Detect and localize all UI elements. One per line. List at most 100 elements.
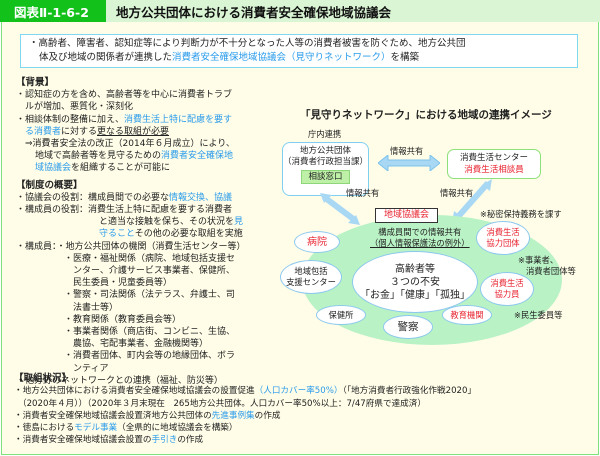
left-column: 【背景】 ・認知症の方を含め、高齢者等を中心に消費者トラブ ルが増加、悪質化・深… — [16, 77, 281, 387]
system-line: と適当な接触を保ち、その状況を見 — [16, 216, 281, 228]
system-line: ンター、介護サービス事業者、保健所、 — [73, 266, 235, 277]
node-line: 地域包括 — [294, 266, 328, 276]
text: と適当な接触を保ち、その状況を — [99, 217, 235, 228]
highlight: 守ること — [99, 229, 135, 240]
node-line: 支援センター — [286, 277, 336, 287]
note-line: 消費者団体等 — [526, 266, 576, 276]
status-line: ・地方公共団体における消費者安全確保地域協議会の設置促進（人口カバー率50%）（… — [14, 385, 584, 397]
text: ・相談体制の整備に加え、 — [16, 114, 125, 125]
system-line: 守ることその他の必要な取組を実施 — [16, 228, 281, 240]
summary-text: 体及び地域の関係者が連携した — [39, 52, 173, 63]
text: を組織することが可能に — [71, 163, 171, 174]
background-line: る消費者に対する更なる取組が必要 — [16, 126, 281, 138]
highlight: （人口カバー率50%） — [254, 386, 343, 397]
text: （「地方消費者行政強化作戦2020」 — [342, 386, 477, 397]
double-arrow-icon — [378, 155, 440, 171]
double-arrow-icon — [320, 193, 360, 225]
underlined-text: 更なる取組が必要 — [97, 126, 170, 137]
gov-dept-label: （消費者行政担当課） — [283, 157, 369, 167]
share-line: 構成員間での情報共有 — [378, 227, 462, 237]
business-note: ※事業者、 消費者団体等 — [518, 255, 576, 277]
background-line: 地域で高齢者等を見守るための消費者安全確保地 — [16, 150, 281, 162]
node-line: 消費生活 — [490, 278, 524, 288]
highlight: 消費生活上特に配慮を要す — [124, 114, 233, 125]
status-heading: 【取組状況】 — [14, 373, 72, 384]
system-line: ンティア — [73, 363, 109, 374]
system-line: ・他分野のネットワークとの連携（福祉、防災等） — [16, 375, 223, 386]
system-line: 農協、宅配事業者、金融機関等） — [73, 339, 209, 350]
figure-title: 地方公共団体における消費者安全確保地域協議会 — [116, 4, 392, 20]
counselor-label: 消費生活相談員 — [464, 165, 524, 175]
cooperating-group-node: 消費生活協力団体 — [476, 221, 530, 255]
text: その他の必要な取組を実施 — [134, 229, 243, 240]
background-line: 域協議会を組織することが可能に — [16, 162, 281, 174]
figure-number: 図表Ⅱ-1-6-2 — [0, 0, 106, 22]
info-share-label: 情報共有 — [346, 188, 380, 198]
system-line: ・消費者団体、町内会等の地縁団体、ボラ — [64, 351, 236, 362]
highlight: る消費者 — [25, 126, 62, 137]
text: ・消費者安全確保地域協議会設置の — [14, 435, 152, 446]
background-line: ルが増加、悪質化・深刻化 — [25, 102, 134, 113]
education-node: 教育機関 — [442, 305, 492, 325]
text: ・地方公共団体における消費者安全確保地域協議会の設置促進 — [14, 386, 255, 397]
summary-box: ・高齢者、障害者、認知症等により判断力が不十分となった人等の消費者被害を防ぐため… — [20, 34, 578, 68]
elder-line: 「お金」「健康」「孤独」 — [360, 289, 470, 301]
highlight: 手引き — [151, 435, 178, 446]
summary-highlight: 消費者安全確保地域協議会（見守りネットワーク） — [172, 52, 391, 63]
text: ・徳島における — [14, 423, 75, 434]
background-line: ⇒消費者安全法の改正（2014年６月成立）により、 — [25, 139, 235, 150]
background-line: ・認知症の方を含め、高齢者等を中心に消費者トラブ — [16, 90, 233, 101]
system-line: 法書士等） — [73, 302, 119, 313]
status-line: ・消費者安全確保地域協議会設置の手引きの作成 — [14, 434, 584, 446]
text: 地域で高齢者等を見守るための — [35, 151, 162, 162]
highlight: 見 — [234, 217, 244, 228]
system-line: ・教育関係（教育委員会等） — [64, 314, 182, 325]
text: に対する — [61, 126, 98, 137]
figure-header: 図表Ⅱ-1-6-2 地方公共団体における消費者安全確保地域協議会 — [0, 0, 600, 22]
network-diagram: 「見守りネットワーク」における地域の連携イメージ 庁内連携 地方公共団体 （消費… — [280, 95, 595, 355]
text: （全県的に地域協議会を構築） — [117, 423, 238, 434]
consumer-center-box: 消費生活センター 消費生活相談員 — [447, 149, 541, 179]
council-label: 地域協議会 — [375, 208, 438, 223]
system-line: ・構成員の役割：消費生活上特に配慮を要する消費者 — [16, 205, 233, 216]
highlight: 先進事例集 — [211, 410, 255, 421]
elder-line: ３つの不安 — [390, 276, 440, 288]
system-heading: 【制度の概要】 — [16, 179, 83, 191]
confidentiality-note: ※秘密保持義務を課す — [480, 209, 562, 219]
system-line: 民生委員・児童委員等） — [73, 278, 173, 289]
diagram-title: 「見守りネットワーク」における地域の連携イメージ — [300, 109, 552, 121]
summary-line-2: 体及び地域の関係者が連携した消費者安全確保地域協議会（見守りネットワーク）を構築 — [29, 51, 571, 65]
system-line: ・警察・司法関係（法テラス、弁護士、司 — [64, 290, 235, 301]
hospital-node: 病院 — [294, 231, 340, 253]
highlight: 域協議会 — [35, 163, 72, 174]
node-line: 協力団体 — [486, 238, 520, 248]
center-label: 消費生活センター — [459, 153, 528, 163]
status-line: ・消費者安全確保地域協議会設置済地方公共団体の先進事例集の作成 — [14, 410, 584, 422]
system-line: ・構成員：・地方公共団体の機関（消費生活センター等） — [16, 241, 246, 252]
info-share-label: 情報共有 — [440, 188, 474, 198]
member-share-text: 構成員間での情報共有 （個人情報保護法の例外） — [370, 227, 470, 249]
local-government-box: 地方公共団体 （消費者行政担当課） 相談窓口 — [282, 142, 369, 196]
text: ・協議会の役割：構成員間での必要な — [16, 192, 170, 203]
text: の作成 — [177, 435, 204, 446]
highlight: 情報交換、協議 — [169, 192, 233, 203]
status-line: （2020年４月））（2020年３月末現在 265地方公共団体。人口カバー率50… — [18, 398, 426, 409]
summary-text: を構築 — [390, 52, 420, 63]
elderly-ellipse: 高齢者等 ３つの不安 「お金」「健康」「孤独」 — [352, 251, 478, 313]
note-line: ※事業者、 — [518, 255, 559, 265]
background-heading: 【背景】 — [16, 77, 55, 88]
node-line: 消費生活 — [486, 227, 520, 237]
consult-window-badge: 相談窓口 — [301, 170, 350, 184]
health-center-node: 保健所 — [316, 305, 366, 325]
node-line: 協力員 — [494, 289, 520, 299]
summary-line-1: ・高齢者、障害者、認知症等により判断力が不十分となった人等の消費者被害を防ぐため… — [29, 38, 466, 49]
gov-label: 地方公共団体 — [299, 146, 351, 156]
text: の作成 — [254, 410, 281, 421]
welfare-note: ※民生委員等 — [514, 310, 563, 320]
text: ・消費者安全確保地域協議会設置済地方公共団体の — [14, 410, 212, 421]
elder-line: 高齢者等 — [395, 263, 435, 275]
system-line: ・協議会の役割：構成員間での必要な情報交換、協議 — [16, 192, 281, 204]
background-line: ・相談体制の整備に加え、消費生活上特に配慮を要す — [16, 114, 281, 126]
internal-link-label: 庁内連携 — [308, 129, 342, 139]
status-line: ・徳島におけるモデル事業（全県的に地域協議会を構築） — [14, 422, 584, 434]
